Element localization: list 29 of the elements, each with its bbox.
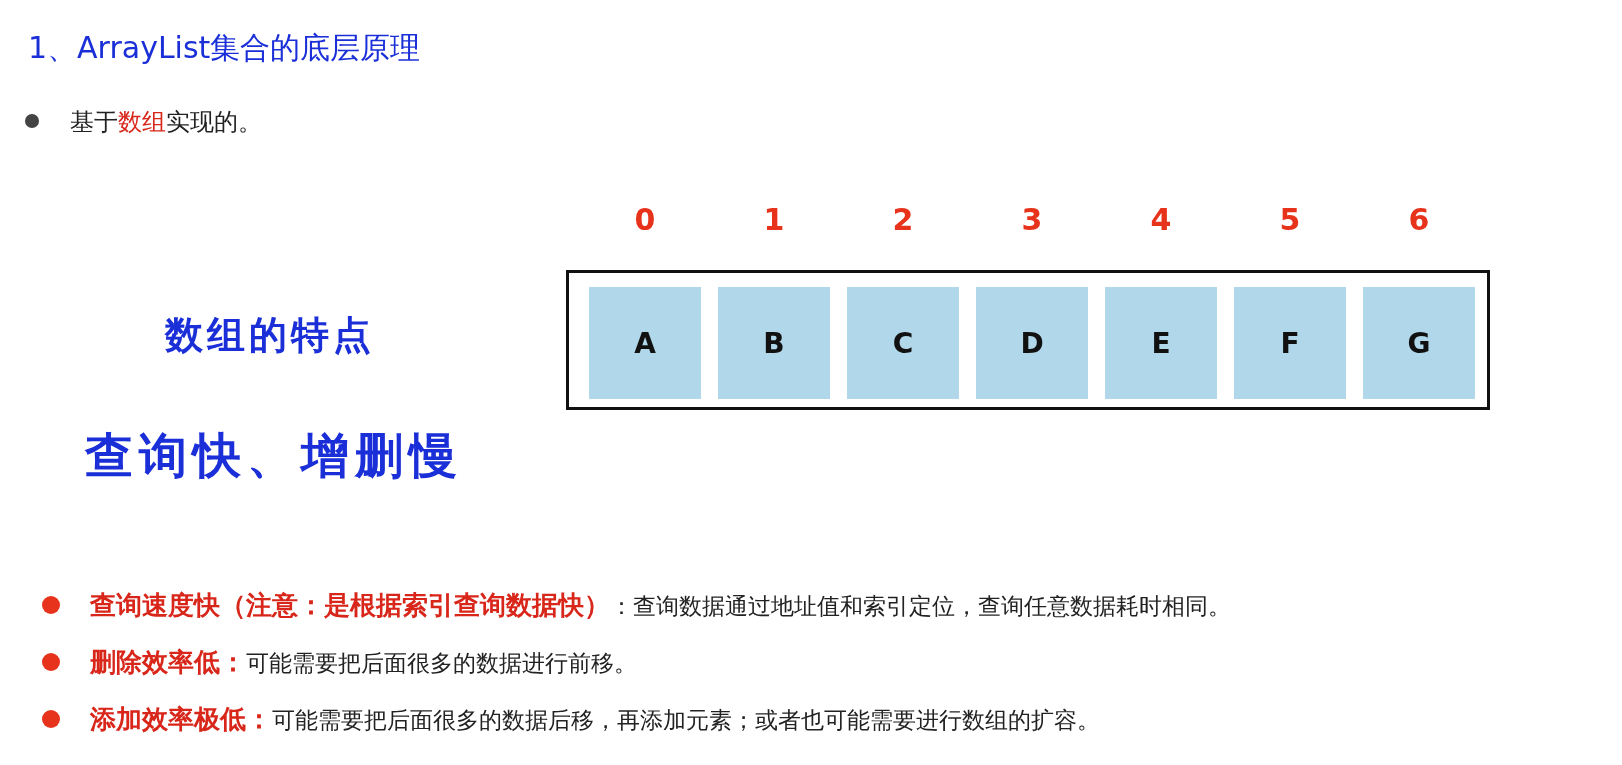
index-number: 4 bbox=[1149, 202, 1173, 237]
array-cell bbox=[1363, 287, 1475, 399]
array-cell bbox=[1234, 287, 1346, 399]
index-number: 1 bbox=[762, 202, 786, 237]
array-cell bbox=[1105, 287, 1217, 399]
bullet-text: 删除效率低：可能需要把后面很多的数据进行前移。 bbox=[90, 646, 637, 679]
cell-letter: E bbox=[1151, 326, 1171, 360]
title: 1、ArrayList集合的底层原理 bbox=[28, 29, 421, 67]
cell-letter: C bbox=[892, 326, 914, 360]
index-number: 3 bbox=[1020, 202, 1044, 237]
array-frame bbox=[566, 270, 1490, 410]
array-cell bbox=[976, 287, 1088, 399]
cell-letter: D bbox=[1020, 326, 1044, 360]
index-number: 6 bbox=[1407, 202, 1431, 237]
array-cell bbox=[589, 287, 701, 399]
cell-letter: A bbox=[634, 326, 656, 360]
feature-heading: 数组的特点 bbox=[165, 312, 375, 359]
bullet-text: 查询速度快（注意：是根据索引查询数据快）：查询数据通过地址值和索引定位，查询任意数据耗时相同。 bbox=[90, 589, 1231, 622]
array-cell bbox=[718, 287, 830, 399]
index-number: 0 bbox=[633, 202, 657, 237]
index-number: 2 bbox=[891, 202, 915, 237]
index-number: 5 bbox=[1278, 202, 1302, 237]
array-cell bbox=[847, 287, 959, 399]
cell-letter: F bbox=[1280, 326, 1300, 360]
cell-letter: G bbox=[1407, 326, 1431, 360]
cell-letter: B bbox=[763, 326, 785, 360]
feature-summary: 查询快、增删慢 bbox=[85, 426, 463, 485]
bullet-text: 添加效率极低：可能需要把后面很多的数据后移，再添加元素；或者也可能需要进行数组的扩容。 bbox=[90, 703, 1100, 736]
intro-text: 基于数组实现的。 bbox=[70, 107, 262, 138]
